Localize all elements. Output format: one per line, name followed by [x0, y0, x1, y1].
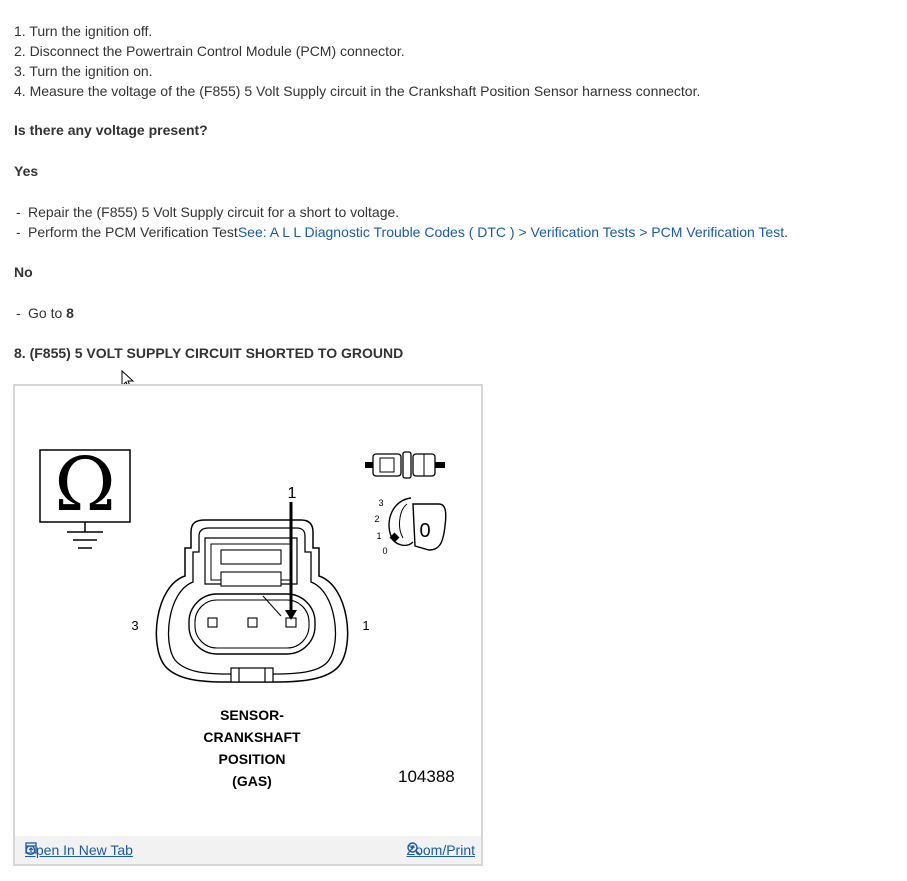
figure-footer: Open In New Tab Zoom/Print — [15, 836, 481, 864]
step-list: 1. Turn the ignition off. 2. Disconnect … — [14, 21, 700, 101]
yes-item-verification: -Perform the PCM Verification TestSee: A… — [16, 224, 788, 240]
pin-label-left: 3 — [131, 618, 138, 633]
yes-item-repair-text: Repair the (F855) 5 Volt Supply circuit … — [28, 204, 400, 220]
no-label: No — [14, 264, 33, 280]
key-position-1: 1 — [376, 531, 381, 541]
key-position-3: 3 — [378, 498, 383, 508]
yes-item-repair: -Repair the (F855) 5 Volt Supply circuit… — [16, 204, 399, 220]
zoom-icon — [406, 842, 421, 856]
bullet-dash: - — [16, 305, 21, 321]
step-item: 3. Turn the ignition on. — [14, 63, 153, 79]
ignition-key-icon: 3 2 1 0 0 — [374, 497, 447, 556]
figure-label-line: CRANKSHAFT — [203, 729, 301, 745]
no-item-goto: -Go to 8 — [16, 305, 74, 321]
pcm-verification-test-link[interactable]: See: A L L Diagnostic Trouble Codes ( DT… — [237, 224, 785, 240]
figure-label-line: SENSOR- — [220, 707, 284, 723]
open-tab-icon — [25, 842, 37, 854]
ohm-symbol: Ω — [54, 442, 115, 528]
connector-body — [155, 502, 349, 683]
pin-label-top: 1 — [288, 485, 297, 502]
step-item: 4. Measure the voltage of the (F855) 5 V… — [14, 83, 701, 99]
bullet-dash: - — [16, 204, 21, 220]
zoom-print-label: Zoom/Print — [406, 842, 475, 858]
key-letter: 0 — [419, 520, 430, 542]
question-text: Is there any voltage present? — [14, 122, 208, 138]
diagram-figure: Ω 3 2 1 0 0 — [13, 384, 483, 866]
ohmmeter-icon: Ω — [39, 442, 131, 549]
yes-item-verification-text: Perform the PCM Verification Test — [28, 224, 238, 240]
open-in-new-tab-label: Open In New Tab — [25, 842, 133, 858]
figure-label-line: (GAS) — [232, 773, 272, 789]
key-position-2: 2 — [374, 514, 379, 524]
pin-label-right: 1 — [362, 618, 369, 633]
yes-label: Yes — [14, 163, 39, 179]
section-title: 8. (F855) 5 VOLT SUPPLY CIRCUIT SHORTED … — [14, 345, 404, 361]
connector-diagram: Ω 3 2 1 0 0 — [39, 442, 447, 683]
period: . — [784, 224, 788, 240]
goto-text: Go to — [28, 305, 67, 321]
open-in-new-tab-link[interactable]: Open In New Tab — [25, 842, 133, 858]
bullet-dash: - — [16, 224, 21, 240]
step-item: 1. Turn the ignition off. — [14, 23, 153, 39]
key-position-0: 0 — [382, 546, 387, 556]
figure-label-line: POSITION — [218, 751, 286, 767]
goto-step-number: 8 — [66, 305, 74, 321]
zoom-print-link[interactable]: Zoom/Print — [407, 842, 475, 858]
figure-number: 104388 — [398, 767, 455, 786]
step-item: 2. Disconnect the Powertrain Control Mod… — [14, 43, 405, 59]
fuse-icon — [365, 451, 445, 479]
